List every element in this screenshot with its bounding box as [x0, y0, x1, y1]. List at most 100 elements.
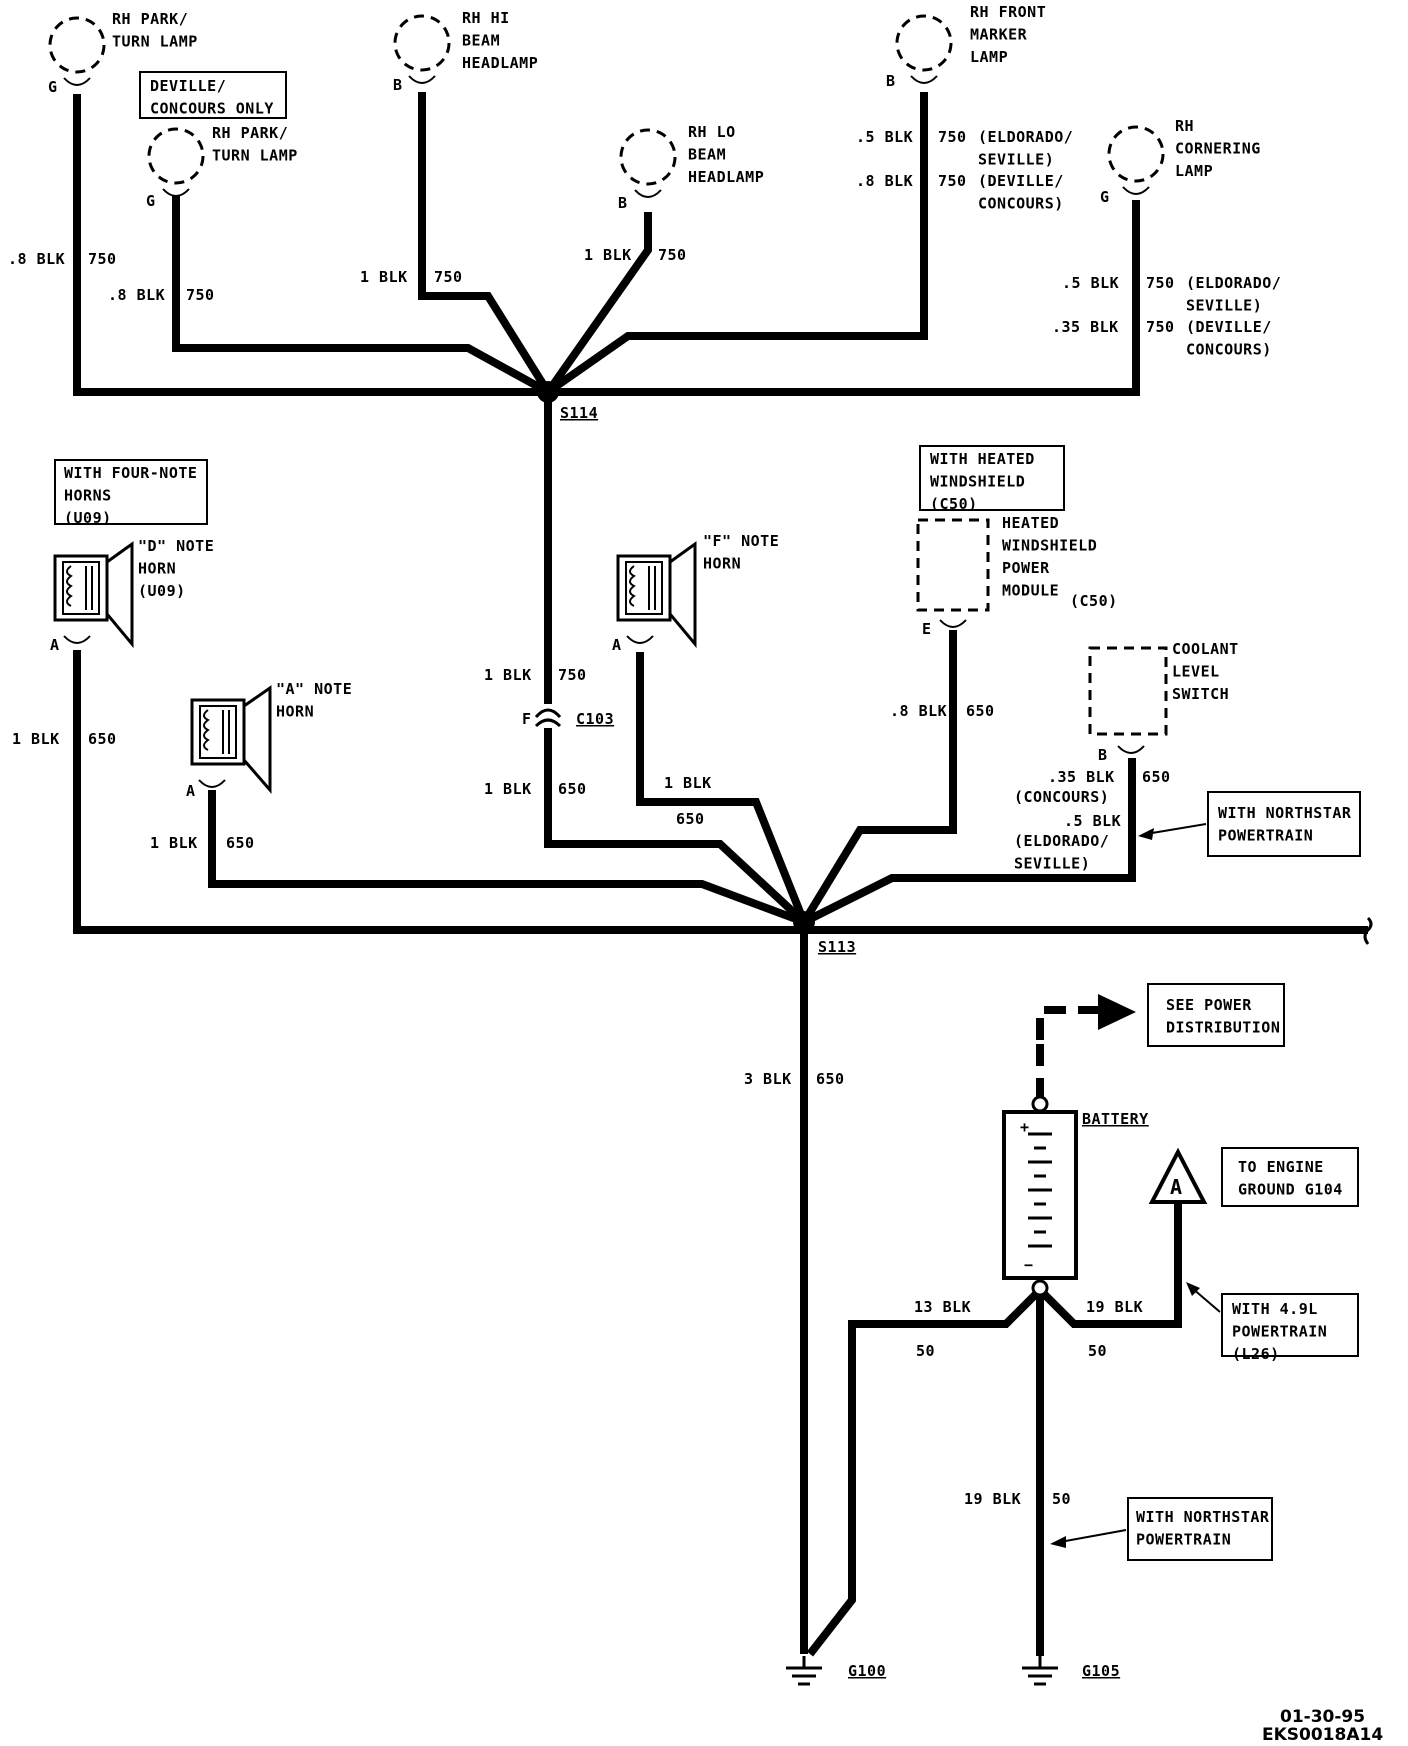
pin-label: B	[886, 72, 896, 90]
ground-reference-triangle: A	[1148, 1147, 1208, 1204]
drawing-code: EKS0018A14	[1262, 1725, 1383, 1745]
wire-circuit: 750	[558, 666, 587, 684]
middle-wire-labels: 1 BLK 750 1 BLK 650 1 BLK 650 1 BLK 650 …	[12, 666, 1171, 956]
wire-size: 13 BLK	[914, 1298, 971, 1316]
wire-circuit: 750	[938, 128, 967, 146]
arrow-right-icon	[1098, 994, 1136, 1030]
wire-size: 1 BLK	[150, 834, 198, 852]
wire-note: (ELDORADO/SEVILLE)	[978, 128, 1073, 169]
wire-size: 1 BLK	[12, 730, 60, 748]
wire-d-horn	[73, 650, 1368, 934]
wire-circuit: 750	[186, 286, 215, 304]
wire-front-marker	[545, 92, 928, 396]
splice-label: S113	[818, 938, 856, 956]
wire-c103-to-s113	[544, 728, 807, 925]
drawing-date: 01-30-95	[1280, 1707, 1365, 1727]
wire-battery-to-g100	[806, 1287, 1043, 1657]
wire-cornering	[548, 200, 1140, 396]
wire-size: 1 BLK	[484, 666, 532, 684]
wire-size: .8 BLK	[856, 172, 913, 190]
wire-coolant	[802, 758, 1136, 926]
wire-note: (DEVILLE/CONCOURS)	[1186, 318, 1272, 359]
wire-size: 1 BLK	[484, 780, 532, 798]
lamp-label: RH PARK/TURN LAMP	[212, 124, 298, 165]
wire-circuit: 750	[658, 246, 687, 264]
splice-s114	[537, 381, 559, 403]
wire-size: .5 BLK	[856, 128, 913, 146]
negative-terminal	[1031, 1279, 1049, 1297]
wire-circuit: 750	[1146, 274, 1175, 292]
wire-size: .8 BLK	[890, 702, 947, 720]
connector-label: C103	[576, 710, 614, 728]
wire-battery-to-engine	[1037, 1200, 1182, 1328]
wire-size: .35 BLK	[1052, 318, 1119, 336]
wire-circuit: 750	[434, 268, 463, 286]
s113-wiring	[73, 630, 1373, 945]
positive-terminal	[1031, 1095, 1049, 1113]
drawing-stamp: 01-30-95 EKS0018A14	[1262, 1707, 1383, 1745]
wire-circuit: 50	[916, 1342, 935, 1360]
wire-circuit: 750	[1146, 318, 1175, 336]
wire-circuit: 750	[938, 172, 967, 190]
s114-wiring	[73, 92, 1140, 704]
wire-note: (ELDORADO/SEVILLE)	[1014, 832, 1109, 873]
top-wire-labels: .8 BLK 750 .8 BLK 750 1 BLK 750 1 BLK 75…	[8, 128, 1281, 422]
pin-label: F	[522, 710, 532, 728]
pin-label: A	[50, 636, 60, 654]
wire-note: (ELDORADO/SEVILLE)	[1186, 274, 1281, 315]
wire-circuit: 650	[88, 730, 117, 748]
wire-size: 1 BLK	[664, 774, 712, 792]
connector-c103: F C103	[522, 704, 614, 728]
wire-circuit: 650	[1142, 768, 1171, 786]
wire-continuation	[1363, 916, 1373, 945]
battery-plus: +	[1020, 1118, 1030, 1136]
pin-label: B	[1098, 746, 1108, 764]
deville-note: DEVILLE/CONCOURS ONLY	[150, 77, 274, 118]
battery: + − BATTERY	[1002, 994, 1148, 1297]
rh-park-turn-lamp-2: DEVILLE/CONCOURS ONLY RH PARK/TURN LAMP …	[139, 71, 298, 210]
pin-label: A	[186, 782, 196, 800]
wire-size: 1 BLK	[360, 268, 408, 286]
pin-label: B	[393, 76, 403, 94]
wire-note: (DEVILLE/CONCOURS)	[978, 172, 1064, 213]
wire-a-horn	[208, 790, 806, 926]
pin-label: G	[48, 78, 58, 96]
pin-label: G	[146, 192, 156, 210]
battery-minus: −	[1024, 1256, 1034, 1274]
ground-label: G105	[1082, 1662, 1120, 1680]
wire-size: .35 BLK	[1048, 768, 1115, 786]
wire-size: .8 BLK	[108, 286, 165, 304]
wire-size: .5 BLK	[1064, 812, 1121, 830]
wire-circuit: 650	[226, 834, 255, 852]
wire-hw-module	[800, 630, 957, 925]
wire-size: 19 BLK	[964, 1490, 1021, 1508]
ground-g100: G100	[786, 1656, 886, 1686]
wire-circuit: 650	[558, 780, 587, 798]
